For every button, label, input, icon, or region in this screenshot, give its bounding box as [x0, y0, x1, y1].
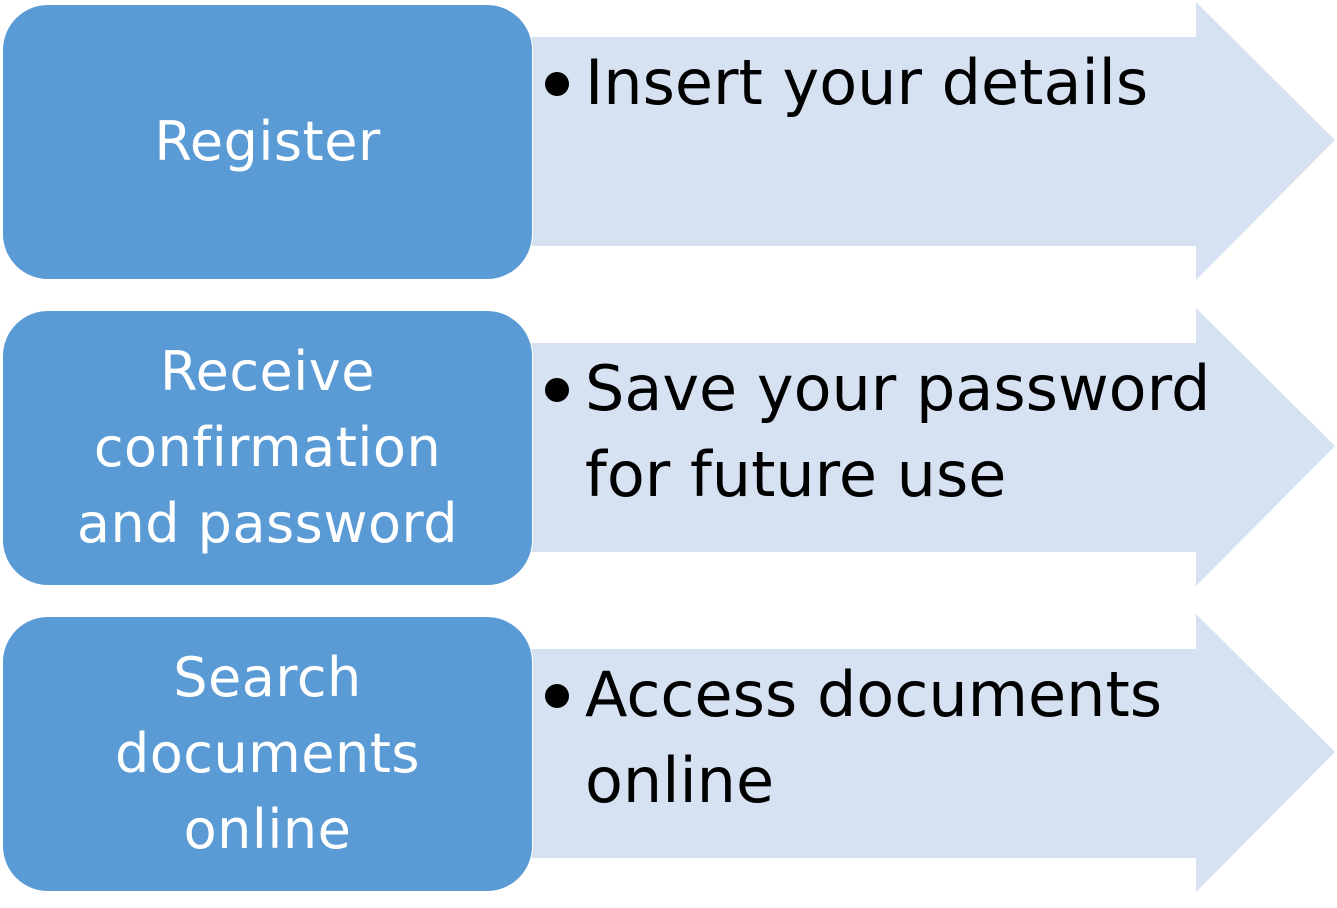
step-detail-1: Insert your details	[545, 44, 1225, 126]
step-title: Receive confirmation and password	[76, 340, 459, 555]
process-step-3: Search documents online Access documents…	[0, 612, 1337, 892]
process-step-1: Register Insert your details	[0, 0, 1337, 280]
step-detail-2: Save your password for future use	[545, 350, 1225, 518]
step-title: Register	[154, 110, 381, 173]
arrow-shape-3	[520, 614, 1335, 892]
step-box-2: Receive confirmation and password	[2, 310, 533, 586]
step-detail-text: Save your password for future use	[585, 352, 1211, 511]
process-step-2: Receive confirmation and password Save y…	[0, 306, 1337, 586]
bullet-icon	[545, 684, 569, 708]
arrow-shape-1	[520, 2, 1335, 280]
step-detail-text: Access documents online	[585, 658, 1163, 817]
bullet-icon	[545, 72, 569, 96]
arrow-shape-2	[520, 308, 1335, 586]
step-box-1: Register	[2, 4, 533, 280]
step-detail-text: Insert your details	[585, 46, 1149, 119]
bullet-icon	[545, 378, 569, 402]
step-title: Search documents online	[114, 646, 421, 861]
step-box-3: Search documents online	[2, 616, 533, 892]
step-detail-3: Access documents online	[545, 656, 1225, 824]
